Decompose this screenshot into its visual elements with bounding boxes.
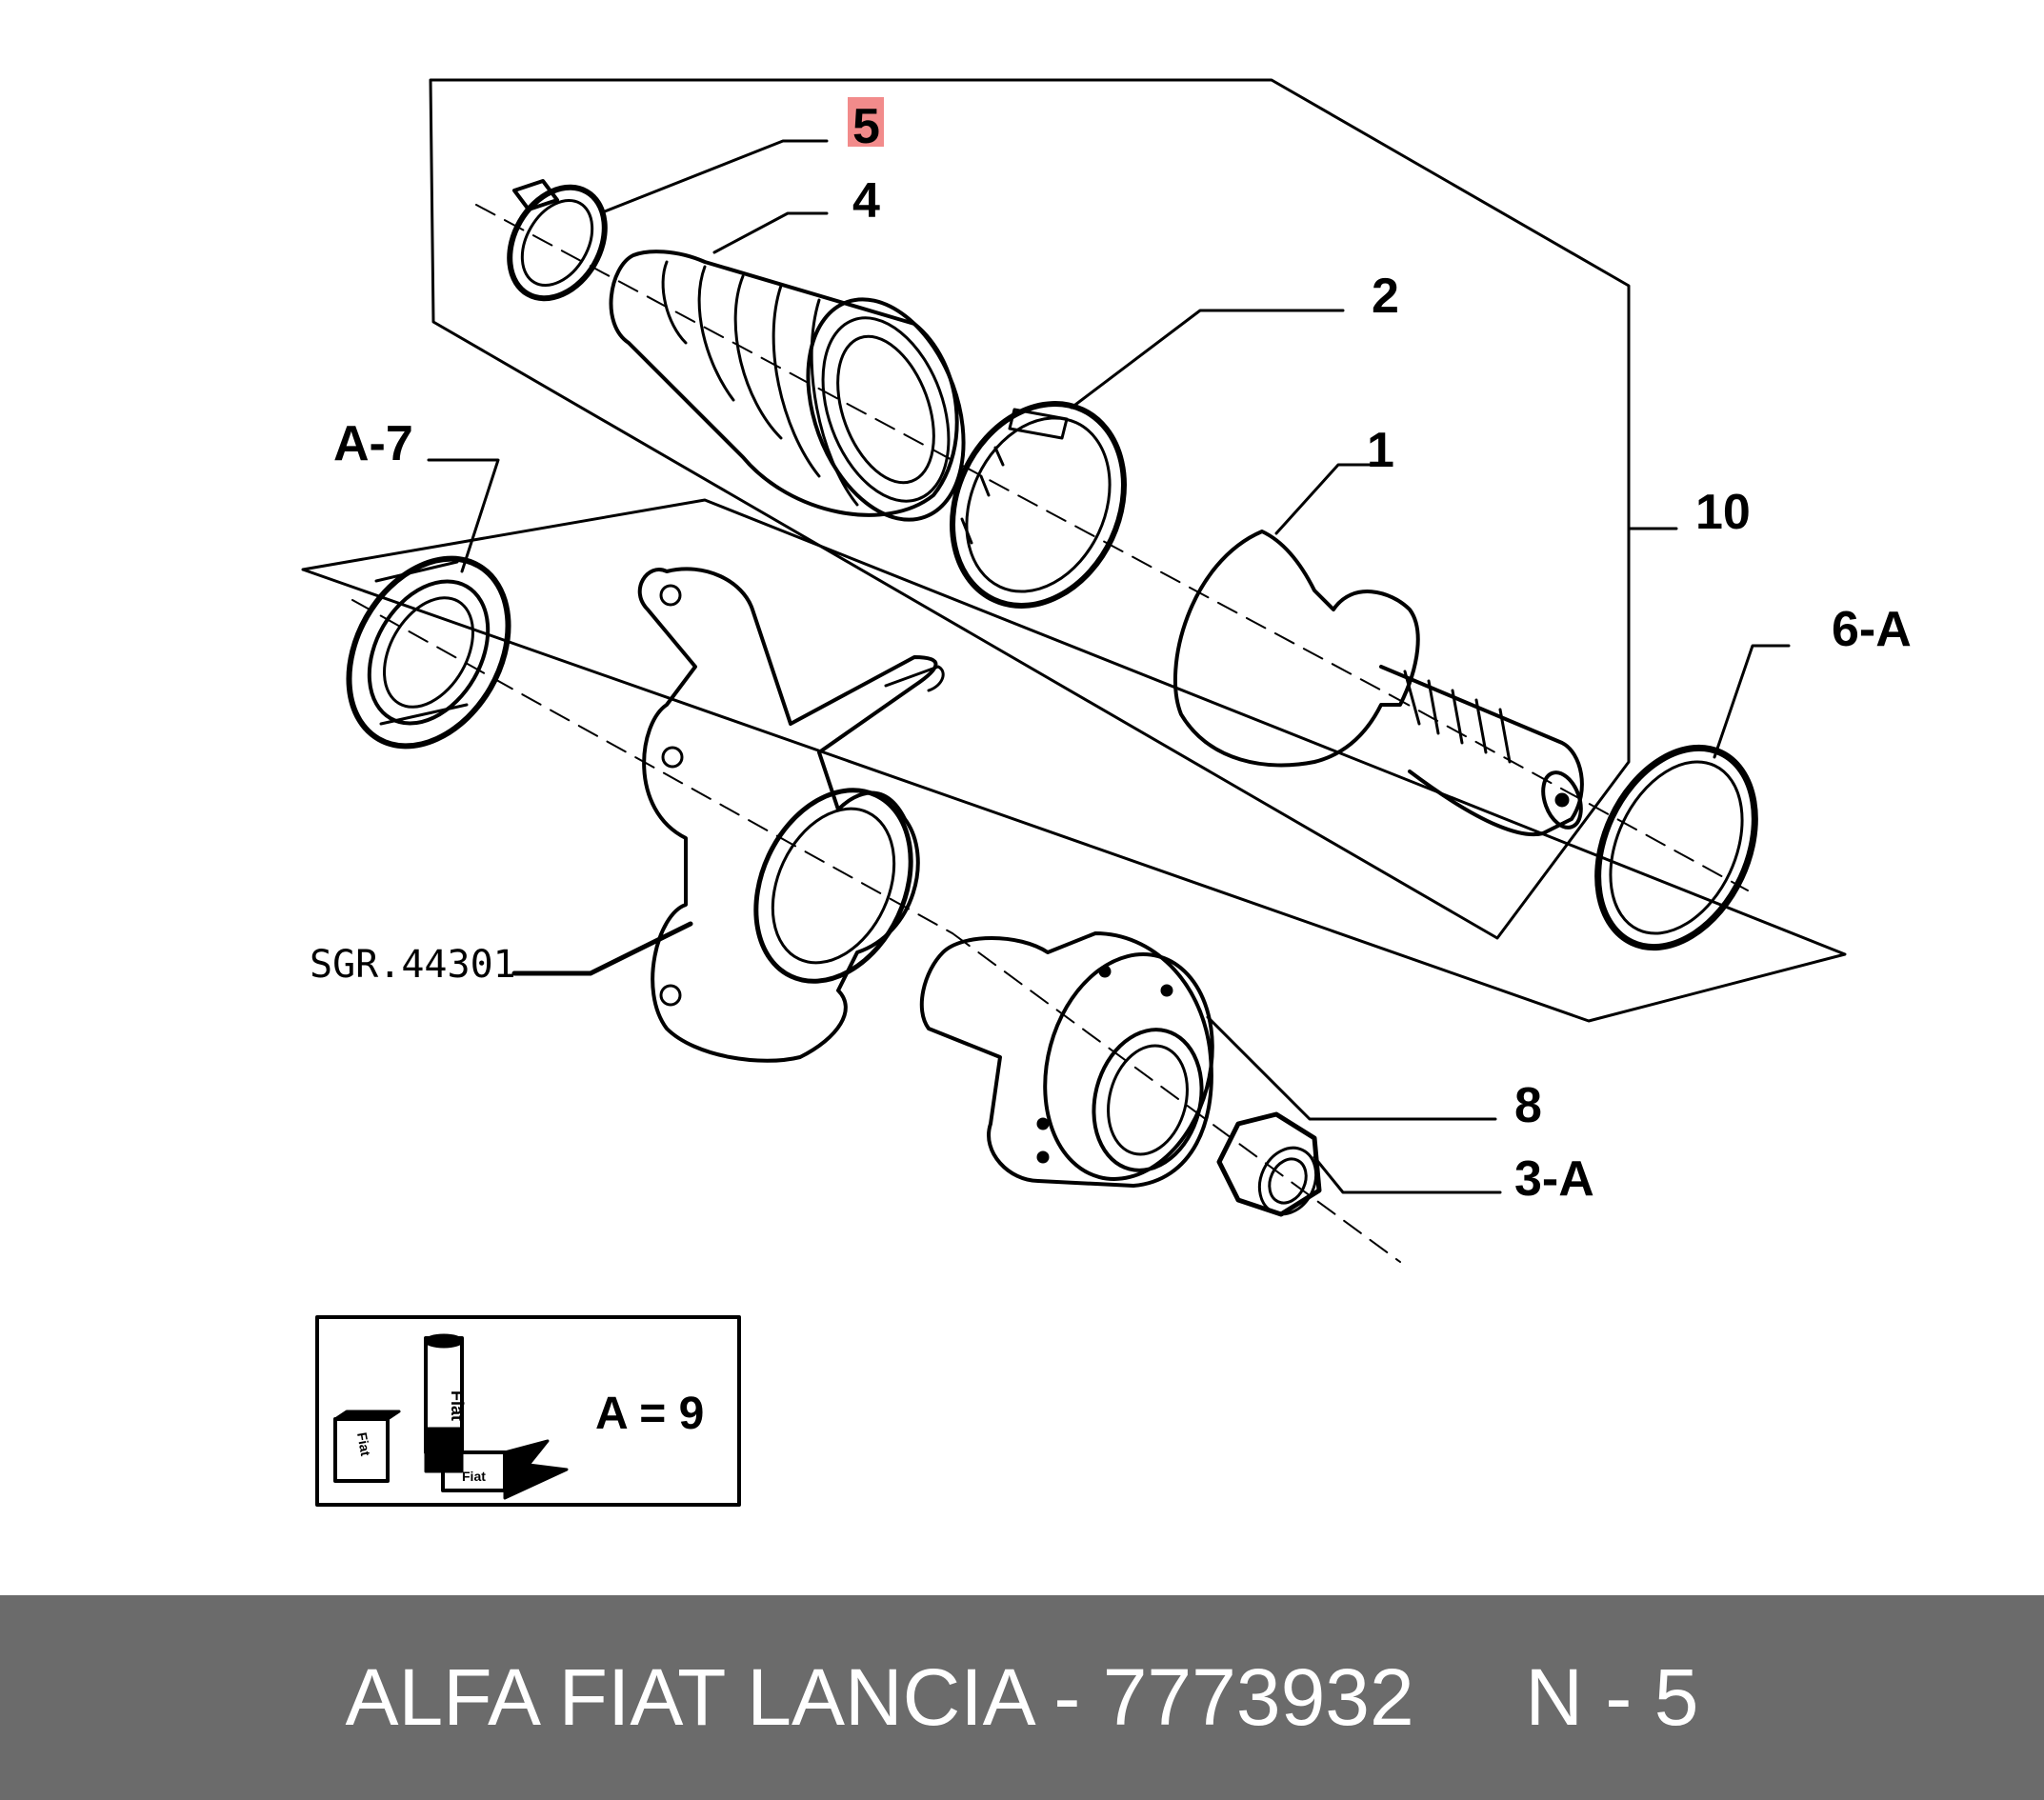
wheel-hub [919,931,1214,1188]
can-brand: Fiat [448,1390,467,1421]
small-clamp [507,179,608,302]
footer-code: N - 5 [1525,1652,1699,1742]
plane-outline [301,498,1847,1023]
legend-text: A = 9 [595,1389,704,1439]
cv-joint [1172,530,1584,837]
leader-a7 [427,458,500,573]
leader-8 [1206,1015,1497,1121]
lubricant-icon [333,1333,569,1500]
leader-2 [1070,309,1345,410]
callout-a7: A-7 [333,416,413,471]
callout-10: 10 [1695,485,1751,540]
o-ring [1594,744,1758,951]
box2-brand: Fiat [462,1469,486,1484]
footer-title: ALFA FIAT LANCIA - 7773932 [345,1652,1414,1742]
part-5-highlight [848,97,884,147]
steering-knuckle [637,567,945,1063]
leader-4 [712,211,829,254]
leader-sgr [511,921,693,976]
leader-1 [1274,463,1383,535]
exploded-parts-diagram: 5 4 2 1 10 6-A A-7 8 3-A SGR.44301 A = 9… [301,78,1912,1507]
callout-6a: 6-A [1832,602,1912,657]
callout-3a: 3-A [1514,1151,1594,1207]
callout-2: 2 [1372,269,1399,324]
leader-6a [1713,644,1791,759]
callout-8: 8 [1514,1078,1542,1133]
callout-4: 4 [852,173,880,229]
footer-bar: ALFA FIAT LANCIA - 7773932 N - 5 [0,1595,2044,1800]
leader-3a [1313,1155,1502,1194]
seal-ring [346,555,511,750]
cv-boot [609,250,966,522]
callout-sgr: SGR.44301 [310,943,516,987]
callout-1: 1 [1367,423,1394,478]
large-clamp [950,401,1127,609]
box1-brand: Fiat [354,1431,373,1458]
leader-5 [603,139,829,213]
hub-nut [1216,1111,1322,1217]
legend-box [315,1315,741,1507]
callout-5: 5 [852,99,880,154]
kit-outline [429,78,1631,940]
